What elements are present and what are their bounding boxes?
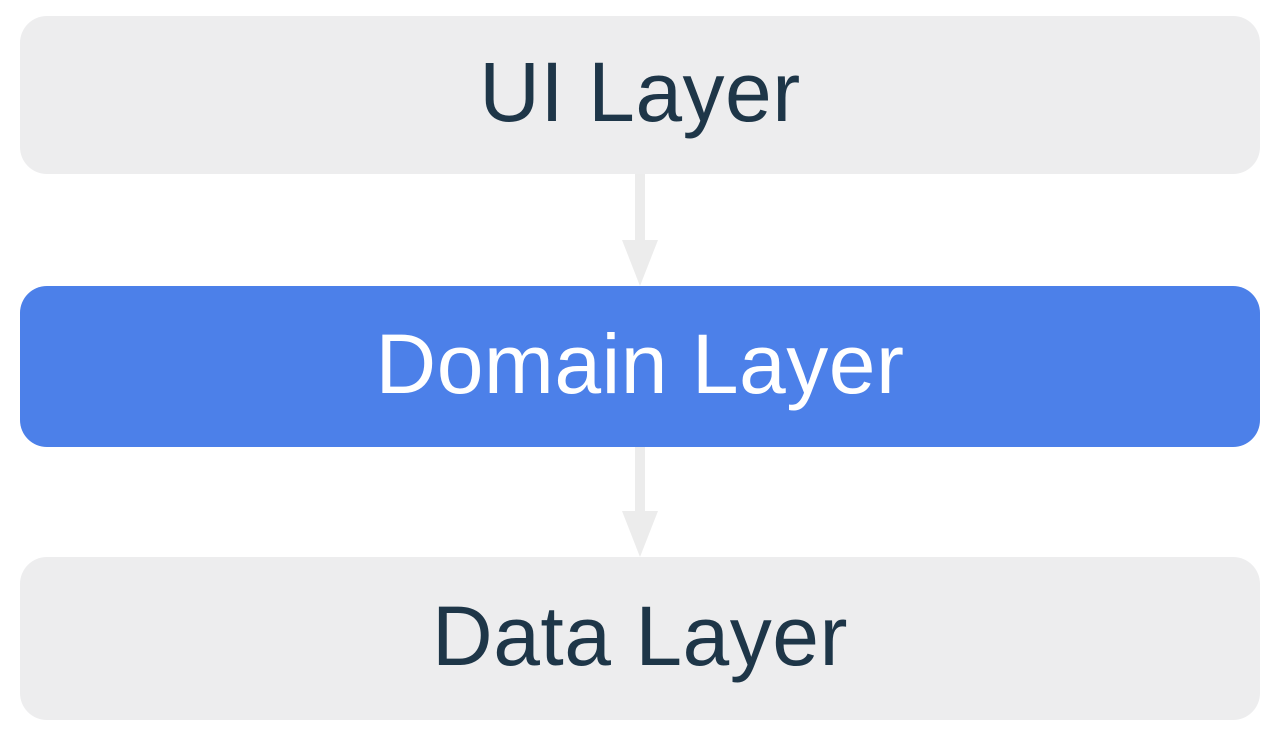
arrow-stem (635, 447, 645, 513)
domain-layer-node: Domain Layer (20, 286, 1260, 447)
arrow-head (622, 511, 658, 557)
arrow-stem (635, 174, 645, 242)
data-layer-node: Data Layer (20, 557, 1260, 720)
data-layer-label: Data Layer (432, 588, 848, 683)
arrow-head (622, 240, 658, 286)
domain-layer-label: Domain Layer (375, 316, 905, 411)
ui-layer-label: UI Layer (479, 45, 801, 139)
ui-layer-node: UI Layer (20, 16, 1260, 174)
